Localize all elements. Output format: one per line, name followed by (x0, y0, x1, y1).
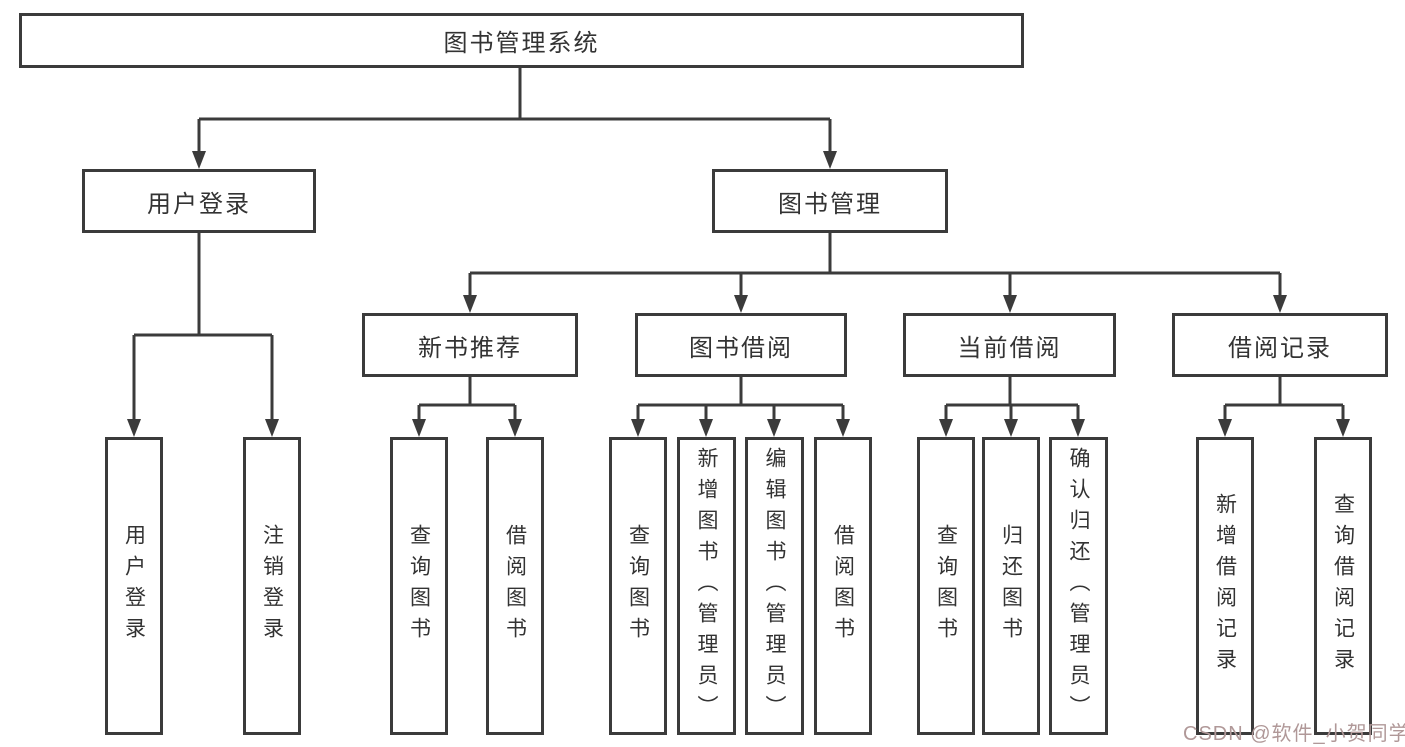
leaf-logout: 注销登录 (243, 437, 301, 735)
arrowhead (836, 419, 850, 437)
arrowhead (463, 295, 477, 313)
arrowhead (631, 419, 645, 437)
leaf-label: 查询图书 (934, 524, 958, 648)
leaf-label: 用户登录 (122, 524, 146, 648)
leaf-nbr-query-books: 查询图书 (390, 437, 448, 735)
leaf-label: 借阅图书 (831, 524, 855, 648)
leaf-bb-add-books-admin: 新增图书（管理员） (677, 437, 736, 735)
arrowhead (412, 419, 426, 437)
arrowhead (1071, 419, 1085, 437)
arrowhead (127, 419, 141, 437)
leaf-label: 查询图书 (407, 524, 431, 648)
connector-user-login-children (127, 233, 279, 437)
leaf-nbr-borrow-books: 借阅图书 (486, 437, 544, 735)
leaf-cb-return-books: 归还图书 (982, 437, 1040, 735)
arrowhead (1273, 295, 1287, 313)
leaf-bb-edit-books-admin: 编辑图书（管理员） (745, 437, 804, 735)
leaf-label: 归还图书 (999, 524, 1023, 648)
leaf-label: 查询借阅记录 (1331, 493, 1355, 679)
leaf-label: 查询图书 (626, 524, 650, 648)
leaf-br-add-borrow-record: 新增借阅记录 (1196, 437, 1254, 735)
arrowhead (192, 151, 206, 169)
arrowhead (734, 295, 748, 313)
connector-current-borrow-children (939, 377, 1085, 437)
arrowhead (767, 419, 781, 437)
connector-new-book-rec-children (412, 377, 522, 437)
leaf-label: 借阅图书 (503, 524, 527, 648)
node-root: 图书管理系统 (19, 13, 1024, 68)
leaf-cb-query-books: 查询图书 (917, 437, 975, 735)
leaf-label: 注销登录 (260, 524, 284, 648)
leaf-label: 编辑图书（管理员） (763, 446, 786, 726)
arrowhead (1336, 419, 1350, 437)
arrowhead (1218, 419, 1232, 437)
leaf-label: 确认归还（管理员） (1067, 446, 1090, 726)
csdn-watermark: CSDN @软件_小贺同学 (1183, 723, 1405, 745)
leaf-label: 新增借阅记录 (1213, 493, 1237, 679)
leaf-bb-borrow-books: 借阅图书 (814, 437, 872, 735)
node-borrow-records: 借阅记录 (1172, 313, 1388, 377)
connector-borrow-records-children (1218, 377, 1350, 437)
arrowhead (508, 419, 522, 437)
arrowhead (823, 151, 837, 169)
arrowhead (1004, 419, 1018, 437)
arrowhead (699, 419, 713, 437)
node-current-borrow: 当前借阅 (903, 313, 1116, 377)
node-book-borrow: 图书借阅 (635, 313, 847, 377)
leaf-user-login: 用户登录 (105, 437, 163, 735)
arrowhead (939, 419, 953, 437)
node-user-login: 用户登录 (82, 169, 316, 233)
node-new-book-recommend: 新书推荐 (362, 313, 578, 377)
arrowhead (265, 419, 279, 437)
arrowhead (1003, 295, 1017, 313)
node-book-management: 图书管理 (712, 169, 948, 233)
leaf-label: 新增图书（管理员） (695, 446, 718, 726)
connector-root-to-level1 (192, 68, 837, 169)
connector-book-management-children (463, 233, 1287, 313)
leaf-bb-query-books: 查询图书 (609, 437, 667, 735)
leaf-cb-confirm-return-admin: 确认归还（管理员） (1049, 437, 1108, 735)
leaf-br-query-borrow-record: 查询借阅记录 (1314, 437, 1372, 735)
connector-book-borrow-children (631, 377, 850, 437)
